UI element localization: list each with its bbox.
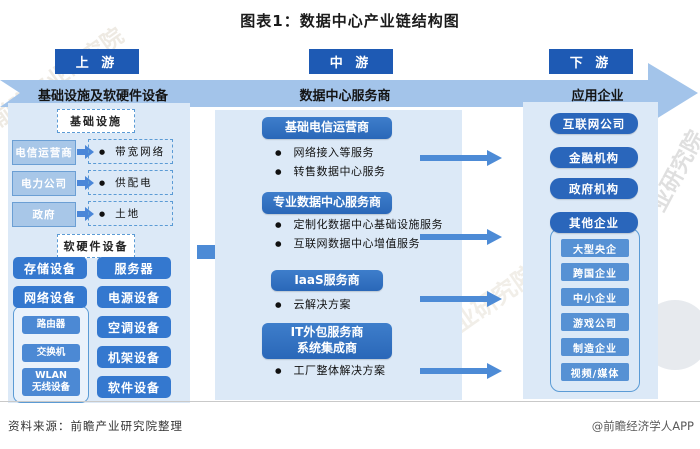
equipment-box: 服务器 (97, 257, 171, 279)
banner-label-upstream: 基础设施及软硬件设备 (38, 89, 169, 104)
supply-item-box: 带宽网络 (88, 139, 173, 164)
equipment-box: 存储设备 (13, 257, 87, 279)
supplier-box: 电力公司 (12, 171, 76, 196)
stage-chip-upstream: 上 游 (55, 49, 139, 74)
service-section-header: 专业数据中心服务商 (262, 192, 392, 214)
equipment-box: 空调设备 (97, 316, 171, 338)
network-equipment-group: 路由器 交换机 WLAN 无线设备 (13, 306, 89, 403)
footer-source: 资料来源：前瞻产业研究院整理 (8, 419, 183, 433)
customer-sub-box: 中小企业 (561, 288, 629, 306)
upstream-panel: 基础设施 电信运营商 带宽网络 电力公司 供配电 政府 土地 软硬件设备 存储设… (8, 103, 190, 403)
service-section-header: IT外包服务商 系统集成商 (262, 323, 392, 359)
flow-arrow-midstream-to-downstream (420, 363, 502, 379)
customer-category-box: 其他企业 (550, 212, 638, 233)
supplier-box: 电信运营商 (12, 140, 76, 165)
stage-chip-midstream: 中 游 (309, 49, 393, 74)
sub-equipment-box: 交换机 (22, 344, 80, 362)
customer-category-box: 互联网公司 (550, 113, 638, 134)
customer-category-box: 政府机构 (550, 178, 638, 199)
footer-credit: @前瞻经济学人APP (591, 419, 694, 433)
customer-sub-box: 视频/媒体 (561, 363, 629, 381)
page-title: 图表1：数据中心产业链结构图 (240, 12, 460, 30)
service-section-header: 基础电信运营商 (262, 117, 392, 139)
customer-category-box: 金融机构 (550, 147, 638, 168)
customer-sub-box: 大型央企 (561, 239, 629, 257)
infrastructure-header-box: 基础设施 (57, 109, 135, 133)
equipment-box: 机架设备 (97, 346, 171, 368)
service-bullet: 网络接入等服务 (275, 144, 374, 160)
equipment-box: 网络设备 (13, 286, 87, 308)
hardware-software-header-box: 软硬件设备 (57, 234, 135, 258)
service-bullet: 互联网数据中心增值服务 (275, 235, 420, 251)
service-bullet: 定制化数据中心基础设施服务 (275, 216, 443, 232)
supply-item-box: 供配电 (88, 170, 173, 195)
stage-chip-downstream: 下 游 (549, 49, 633, 74)
banner-label-midstream: 数据中心服务商 (299, 89, 391, 104)
flow-arrow-midstream-to-downstream (420, 291, 502, 307)
service-bullet: 转售数据中心服务 (275, 163, 386, 179)
service-bullet: 云解决方案 (275, 296, 351, 312)
customer-sub-box: 游戏公司 (561, 313, 629, 331)
customer-sub-box: 制造企业 (561, 338, 629, 356)
equipment-box: 软件设备 (97, 376, 171, 398)
downstream-panel: 互联网公司 金融机构 政府机构 其他企业 大型央企 跨国企业 中小企业 游戏公司… (523, 102, 658, 399)
supplier-box: 政府 (12, 202, 76, 227)
sub-equipment-box: WLAN 无线设备 (22, 368, 80, 396)
footer-divider (0, 401, 700, 402)
other-enterprises-group: 大型央企 跨国企业 中小企业 游戏公司 制造企业 视频/媒体 (550, 228, 640, 392)
customer-sub-box: 跨国企业 (561, 263, 629, 281)
supply-item-box: 土地 (88, 201, 173, 226)
equipment-box: 电源设备 (97, 286, 171, 308)
sub-equipment-box: 路由器 (22, 316, 80, 334)
service-bullet: 工厂整体解决方案 (275, 362, 386, 378)
flow-arrow-midstream-to-downstream (420, 150, 502, 166)
banner-label-downstream: 应用企业 (571, 89, 624, 104)
service-section-header: IaaS服务商 (271, 270, 383, 291)
flow-arrow-midstream-to-downstream (420, 229, 502, 245)
